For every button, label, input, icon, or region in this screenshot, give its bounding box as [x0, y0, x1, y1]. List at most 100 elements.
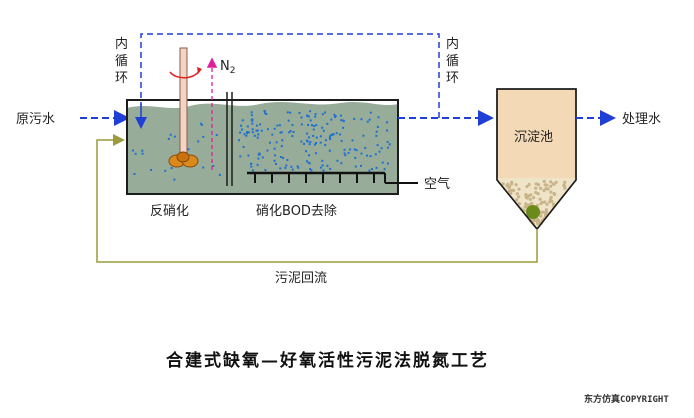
air-diffuser: [247, 171, 418, 184]
bubble: [306, 132, 309, 135]
clarifier: [496, 88, 577, 231]
aeration-tank: [126, 99, 399, 195]
bubble: [368, 169, 371, 172]
aeration-bubbles: [132, 110, 391, 181]
bubble: [273, 147, 276, 150]
bubble: [253, 134, 256, 137]
bubble: [376, 125, 379, 128]
bubble: [300, 116, 303, 119]
bubble: [263, 110, 266, 113]
sludge-dot: [534, 190, 538, 195]
sludge-blob: [526, 205, 540, 219]
bubble: [243, 133, 246, 136]
bubble: [339, 133, 342, 136]
svg-text:循: 循: [446, 54, 459, 69]
bubble: [239, 131, 242, 134]
sludge-dot: [544, 208, 549, 212]
bubble: [343, 148, 346, 151]
bubble: [342, 120, 345, 123]
bubble: [319, 141, 322, 144]
diagram-title: 合建式缺氧—好氧活性污泥法脱氮工艺: [166, 350, 489, 371]
bubble: [264, 169, 267, 172]
sludge-dot: [501, 182, 505, 186]
bubble: [287, 119, 290, 122]
svg-text:内: 内: [115, 36, 128, 52]
bubble: [274, 154, 277, 157]
treated-water-label: 处理水: [622, 112, 661, 127]
svg-text:环: 环: [115, 71, 128, 86]
bubble: [250, 118, 253, 121]
bubble: [150, 169, 153, 171]
bubble: [242, 146, 245, 148]
bubble: [322, 169, 325, 172]
bubble: [273, 127, 276, 130]
bubble: [218, 173, 221, 176]
bubble: [288, 131, 291, 134]
bubble: [374, 153, 377, 156]
bubble: [187, 148, 190, 151]
bubble: [246, 125, 249, 128]
bubble: [319, 135, 322, 138]
bubble: [344, 154, 347, 157]
copyright-text: 东方仿真COPYRIGHT: [584, 393, 669, 405]
clarifier-sludge-zone: [497, 178, 576, 228]
bubble: [312, 128, 315, 131]
bubble: [250, 162, 252, 165]
bubble: [314, 143, 316, 146]
bubble: [329, 167, 332, 170]
bubble: [342, 126, 345, 129]
bubble: [375, 130, 378, 133]
bubble: [366, 154, 368, 157]
bubble: [257, 157, 260, 160]
sludge-dot: [538, 214, 542, 218]
bubble: [257, 153, 260, 156]
bubble: [314, 113, 317, 116]
bubble: [343, 152, 346, 155]
impeller-hub: [176, 151, 190, 163]
denitrification-label: 反硝化: [150, 204, 189, 219]
bubble: [386, 121, 389, 124]
sludge-dot: [515, 198, 519, 202]
sludge-dot: [531, 219, 536, 223]
bubble: [355, 149, 358, 152]
svg-text:环: 环: [446, 71, 459, 86]
bubble: [256, 129, 259, 132]
sludge-dot: [517, 202, 522, 206]
bubble: [375, 166, 378, 169]
bubble: [377, 116, 380, 119]
bubble: [360, 164, 362, 167]
bubble: [300, 140, 303, 143]
inner-recirculation-line: [135, 33, 440, 129]
sludge-dot: [525, 184, 529, 189]
sludge-dot: [544, 187, 548, 191]
bubble: [354, 156, 357, 159]
bubble: [241, 128, 243, 131]
sludge-dot: [563, 186, 567, 190]
bubble: [250, 111, 253, 114]
bubble: [245, 134, 248, 137]
sludge-dot: [545, 183, 549, 187]
sludge-dot: [541, 210, 545, 214]
bubble: [305, 139, 308, 142]
tank-water-body: [127, 101, 398, 194]
sludge-dot: [528, 197, 532, 201]
bubble: [336, 159, 339, 162]
bubble: [303, 143, 305, 145]
bubble: [324, 144, 327, 146]
bubble: [289, 111, 292, 114]
bubble: [321, 164, 324, 167]
bubble: [271, 133, 274, 136]
bubble: [315, 142, 317, 144]
bubble: [354, 165, 357, 168]
bubble: [285, 164, 288, 167]
bubble: [251, 119, 254, 122]
sludge-dot: [553, 192, 557, 196]
bubble: [134, 152, 137, 155]
bubble: [141, 149, 144, 152]
bubble: [292, 131, 295, 133]
bubble: [306, 160, 308, 163]
bubble: [247, 131, 250, 134]
bubble: [255, 124, 258, 127]
bubble: [381, 161, 384, 164]
bubble: [307, 115, 310, 118]
